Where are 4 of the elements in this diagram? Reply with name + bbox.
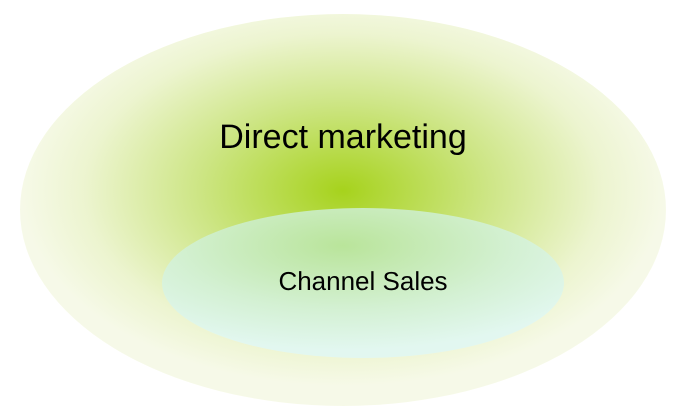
inner-ellipse <box>162 208 564 358</box>
node-label: Direct marketing <box>218 118 468 157</box>
outer-ellipse <box>20 14 666 406</box>
node-label: Channel Sales <box>277 266 449 297</box>
